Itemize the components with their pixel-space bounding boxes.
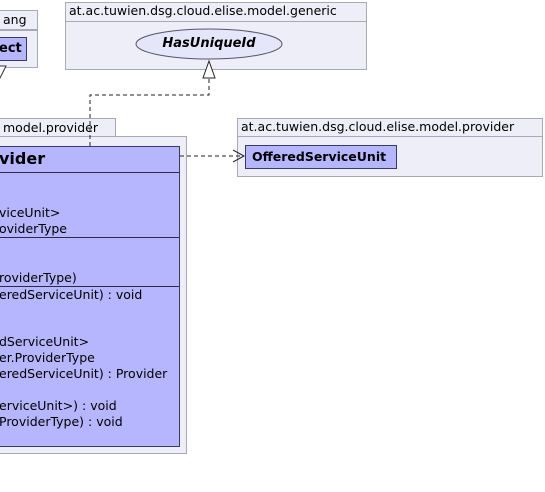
class-object: ect <box>0 37 27 61</box>
provider-attr-2: oviderType <box>0 221 67 236</box>
class-provider-divider-1 <box>0 172 179 173</box>
provider-method-4: erviceUnit>) : void <box>0 398 117 413</box>
class-provider-name: vider <box>0 149 46 168</box>
class-object-name: ect <box>0 41 22 56</box>
class-provider-divider-2 <box>0 237 179 238</box>
provider-method-3: eredServiceUnit) : Provider <box>0 366 168 381</box>
provider-method-5: ProviderType) : void <box>0 414 123 429</box>
package-lang-tab: ang <box>0 10 38 30</box>
package-provider-right-tab: at.ac.tuwien.dsg.cloud.elise.model.provi… <box>237 118 543 137</box>
dependency-arrowhead <box>232 149 246 163</box>
lang-generalization-arrowhead <box>0 65 7 80</box>
package-lang-title: ang <box>3 12 27 27</box>
provider-method-1: dServiceUnit> <box>0 334 90 349</box>
class-provider-divider-3 <box>0 286 179 287</box>
package-provider-right-title: at.ac.tuwien.dsg.cloud.elise.model.provi… <box>241 119 515 134</box>
package-generic-tab: at.ac.tuwien.dsg.cloud.elise.model.gener… <box>65 2 367 22</box>
interface-hasuniqueid-label: HasUniqueId <box>162 36 256 51</box>
class-provider: vider viceUnit> oviderType roviderType) … <box>0 146 180 447</box>
realization-line <box>89 78 210 146</box>
class-offered-service-unit-name: OfferedServiceUnit <box>252 149 387 164</box>
package-generic-title: at.ac.tuwien.dsg.cloud.elise.model.gener… <box>69 3 337 18</box>
package-provider-left-title: model.provider <box>3 120 98 135</box>
realization-arrowhead <box>202 59 216 79</box>
provider-method-2: er.ProviderType <box>0 350 95 365</box>
provider-ctor-1: roviderType) <box>0 270 77 285</box>
interface-hasuniqueid <box>135 28 283 60</box>
provider-attr-1: viceUnit> <box>0 205 61 220</box>
class-offered-service-unit: OfferedServiceUnit <box>245 145 397 169</box>
provider-ctor-2: eredServiceUnit) : void <box>0 287 143 302</box>
